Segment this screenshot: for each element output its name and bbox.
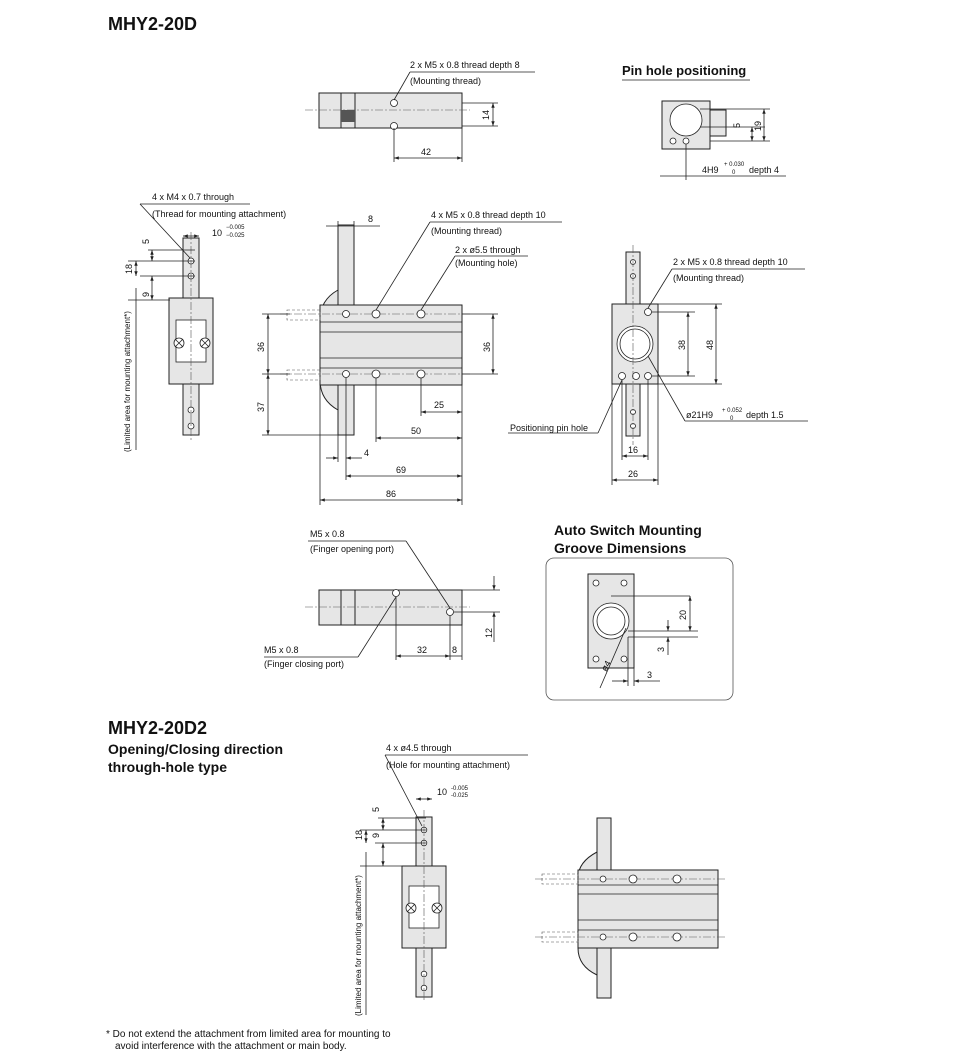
attach-tol-upper: −0.005: [226, 225, 245, 231]
d2-attach-label-line2: (Hole for mounting attachment): [386, 760, 510, 770]
side-dim-48: 48: [705, 340, 715, 350]
front-dim-37: 37: [256, 402, 266, 412]
side-bore-tol-upper: + 0.052: [722, 408, 743, 414]
attach-tol-lower: −0.025: [226, 233, 245, 239]
front-label2-line1: 2 x ø5.5 through: [455, 245, 521, 255]
side-pin-label: Positioning pin hole: [510, 423, 588, 433]
dim-42: 42: [421, 147, 431, 157]
pin-hole-tol-lower: 0: [732, 170, 736, 176]
front-label2-line2: (Mounting hole): [455, 258, 518, 268]
front-dim-86: 86: [386, 489, 396, 499]
front-view: 4 x M5 x 0.8 thread depth 10 (Mounting t…: [256, 210, 562, 505]
auto-switch-view: 20 3 ø4 3: [545, 557, 734, 701]
top-view: 2 x M5 x 0.8 thread depth 8 (Mounting th…: [305, 60, 535, 162]
attach-label-line1: 4 x M4 x 0.7 through: [152, 192, 234, 202]
side-dim-16: 16: [628, 445, 638, 455]
front-dim-36a: 36: [256, 342, 266, 352]
side-bore-tol-lower: 0: [730, 416, 734, 422]
auto-switch-title-line1: Auto Switch Mounting: [554, 522, 702, 538]
groove-dim-3b: 3: [647, 670, 652, 680]
side-dim-38: 38: [677, 340, 687, 350]
d2-attach-label-line1: 4 x ø4.5 through: [386, 743, 452, 753]
front-dim-36b: 36: [482, 342, 492, 352]
dim-14: 14: [481, 110, 491, 120]
front-label1-line2: (Mounting thread): [431, 226, 502, 236]
pin-hole-view: 5 19 4H9 + 0.030 0 depth 4: [622, 79, 786, 180]
d2-attach-dim-10: 10: [437, 787, 447, 797]
side-label-line2: (Mounting thread): [673, 273, 744, 283]
attach-dim-10: 10: [212, 228, 222, 238]
groove-dim-20: 20: [678, 610, 688, 620]
d2-attachment-view: 4 x ø4.5 through (Hole for mounting atta…: [354, 743, 528, 1016]
pin-hole-label-main: 4H9: [702, 165, 719, 175]
section2-subtitle-line1: Opening/Closing direction: [108, 741, 283, 757]
front-label1-line1: 4 x M5 x 0.8 thread depth 10: [431, 210, 546, 220]
attach-dim-5: 5: [141, 239, 151, 244]
section1-title: MHY2-20D: [108, 14, 198, 34]
pin-hole-suffix: depth 4: [749, 165, 779, 175]
footnote-line1: * Do not extend the attachment from limi…: [106, 1029, 391, 1040]
groove-dim-4: ø4: [599, 659, 613, 673]
dim-5: 5: [732, 123, 742, 128]
port-close-line1: M5 x 0.8: [264, 645, 299, 655]
top-thread-label-line1: 2 x M5 x 0.8 thread depth 8: [410, 60, 520, 70]
d2-attach-dim-9: 9: [371, 833, 381, 838]
pin-hole-title: Pin hole positioning: [622, 63, 747, 78]
d2-front-view: [535, 817, 725, 999]
d2-attach-tol-upper: -0.005: [451, 786, 469, 792]
d2-attach-tol-lower: -0.025: [451, 793, 469, 799]
port-view: M5 x 0.8 (Finger opening port) M5 x 0.8 …: [264, 529, 500, 669]
front-dim-25: 25: [434, 400, 444, 410]
d2-attach-dim-5: 5: [371, 807, 381, 812]
auto-switch-title: Auto Switch Mounting Groove Dimensions: [554, 521, 702, 557]
side-bore-suffix: depth 1.5: [746, 410, 784, 420]
port-dim-8: 8: [452, 645, 457, 655]
d2-attach-limited-area: (Limited area for mounting attachment*): [354, 875, 363, 1016]
attach-label-line2: (Thread for mounting attachment): [152, 209, 286, 219]
front-dim-69: 69: [396, 465, 406, 475]
dim-19: 19: [753, 121, 763, 131]
section2-subtitle: Opening/Closing direction through-hole t…: [108, 740, 283, 776]
d2-attach-dim-18: 18: [354, 830, 364, 840]
front-dim-50: 50: [411, 426, 421, 436]
attach-dim-9: 9: [141, 292, 151, 297]
side-label-line1: 2 x M5 x 0.8 thread depth 10: [673, 257, 788, 267]
footnote-line2: avoid interference with the attachment o…: [115, 1041, 347, 1052]
attach-dim-18: 18: [124, 264, 134, 274]
section2-subtitle-line2: through-hole type: [108, 759, 227, 775]
side-view: 2 x M5 x 0.8 thread depth 10 (Mounting t…: [508, 245, 808, 485]
groove-dim-3a: 3: [656, 647, 666, 652]
port-dim-32: 32: [417, 645, 427, 655]
port-open-line2: (Finger opening port): [310, 544, 394, 554]
pin-hole-tol-upper: + 0.030: [724, 162, 745, 168]
side-dim-26: 26: [628, 469, 638, 479]
front-dim-8: 8: [368, 214, 373, 224]
port-close-line2: (Finger closing port): [264, 659, 344, 669]
footnote: * Do not extend the attachment from limi…: [106, 1029, 391, 1053]
port-dim-12: 12: [484, 628, 494, 638]
front-dim-4: 4: [364, 448, 369, 458]
attachment-view: 4 x M4 x 0.7 through (Thread for mountin…: [123, 192, 286, 452]
mounting-thread-hole: [390, 99, 398, 107]
top-thread-label-line2: (Mounting thread): [410, 76, 481, 86]
pin-hole-label: 4H9: [702, 165, 719, 175]
auto-switch-title-line2: Groove Dimensions: [554, 540, 687, 556]
side-bore-main: ø21H9: [686, 410, 713, 420]
section2-title: MHY2-20D2: [108, 718, 208, 738]
port-open-line1: M5 x 0.8: [310, 529, 345, 539]
attach-limited-area: (Limited area for mounting attachment*): [123, 311, 132, 452]
